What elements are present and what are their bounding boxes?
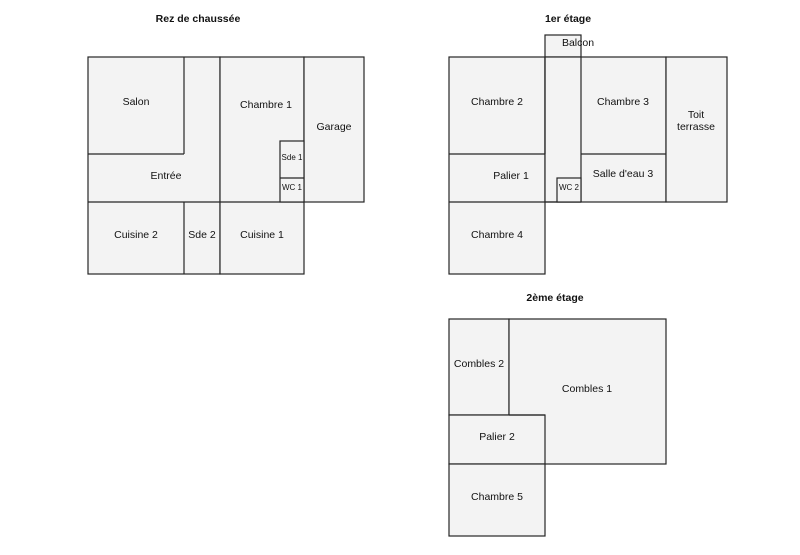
ground-floor-title: Rez de chaussée <box>156 13 241 25</box>
first-floor-title: 1er étage <box>545 13 591 25</box>
second-floor-plan: 2ème étage Combles 2 Combles 1 Palier 2 … <box>448 292 667 537</box>
room-toit-terrasse <box>665 56 728 203</box>
room-garage-label: Garage <box>316 121 351 133</box>
first-floor-plan: 1er étage Balcon Chambre 2 Chambre 3 Toi… <box>448 13 728 275</box>
room-cuisine2-label: Cuisine 2 <box>114 229 158 241</box>
room-toit-label-line1: Toit <box>688 109 704 121</box>
ground-floor-left-block <box>87 56 221 275</box>
room-sde1-label: Sde 1 <box>282 153 303 162</box>
room-wc1-label: WC 1 <box>282 183 303 192</box>
room-chambre4-label: Chambre 4 <box>471 229 523 241</box>
room-chambre5-label: Chambre 5 <box>471 491 523 503</box>
room-cuisine1-label: Cuisine 1 <box>240 229 284 241</box>
room-palier1-label: Palier 1 <box>493 170 529 182</box>
room-wc2 <box>556 177 582 203</box>
second-floor-title: 2ème étage <box>526 292 583 304</box>
first-floor-left-block <box>448 56 546 275</box>
room-garage <box>303 56 365 203</box>
room-palier2-label: Palier 2 <box>479 431 515 443</box>
room-chambre3-label: Chambre 3 <box>597 96 649 108</box>
room-combles1-label: Combles 1 <box>562 383 612 395</box>
ground-floor-bathroom-block <box>279 140 305 203</box>
room-combles2-label: Combles 2 <box>454 358 504 370</box>
room-toit-label-line2: terrasse <box>677 121 715 133</box>
room-salon-label: Salon <box>123 96 150 108</box>
room-sde2-label: Sde 2 <box>188 229 216 241</box>
room-chambre5 <box>448 463 546 537</box>
room-balcon-label: Balcon <box>562 37 594 49</box>
room-chambre1-label: Chambre 1 <box>240 99 292 111</box>
room-salle-eau3-label: Salle d'eau 3 <box>593 168 654 180</box>
room-wc2-label: WC 2 <box>559 183 580 192</box>
room-entree-label: Entrée <box>151 170 182 182</box>
room-chambre2-label: Chambre 2 <box>471 96 523 108</box>
ground-floor-plan: Rez de chaussée Salon Chambre 1 Garage E… <box>87 13 365 275</box>
room-palier2 <box>448 414 546 465</box>
